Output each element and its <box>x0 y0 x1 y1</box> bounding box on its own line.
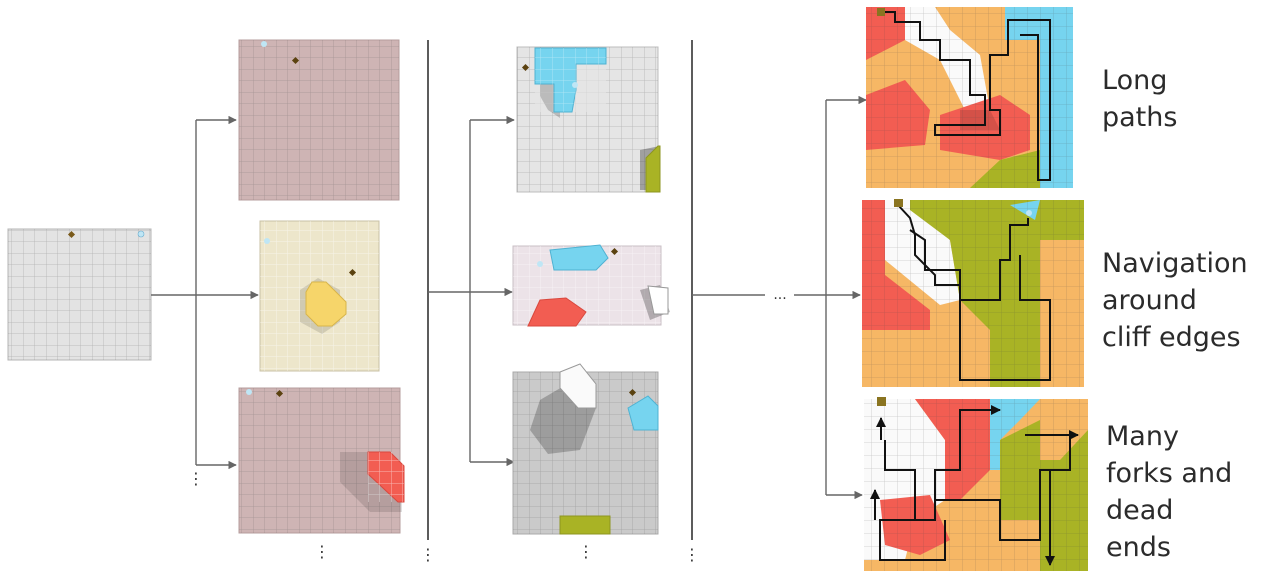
agent-marker <box>138 231 144 237</box>
final-level-forks-dead-ends <box>864 397 1088 571</box>
label-line: dead <box>1106 492 1232 529</box>
label-line: Navigation <box>1102 245 1248 282</box>
label-long-paths: Long paths <box>1102 62 1177 136</box>
ellipsis-col2: ⋮ <box>314 542 330 561</box>
label-line: paths <box>1102 99 1177 136</box>
label-line: Long <box>1102 62 1177 99</box>
agent-marker <box>246 389 252 395</box>
goal-marker <box>894 199 903 207</box>
agent-marker <box>264 238 270 244</box>
seed-level <box>8 229 151 360</box>
ellipsis-sep2: ⋮ <box>684 545 700 564</box>
label-line: around <box>1102 282 1248 319</box>
agent-marker <box>1026 210 1032 216</box>
level-col2-bottom <box>239 388 404 533</box>
branch-arrows-2 <box>428 120 514 462</box>
label-forks-dead-ends: Many forks and dead ends <box>1106 418 1232 566</box>
agent-marker <box>537 261 543 267</box>
goal-marker <box>877 8 885 16</box>
label-line: cliff edges <box>1102 319 1248 356</box>
ellipsis-col1: ⋮ <box>188 469 204 488</box>
agent-marker <box>261 41 267 47</box>
branch-arrows-3 <box>826 100 866 495</box>
label-line: ends <box>1106 529 1232 566</box>
ellipsis-sep1: ⋮ <box>420 545 436 564</box>
level-col2-top <box>239 40 399 200</box>
ellipsis-col3: ⋮ <box>578 542 594 561</box>
label-cliff-edges: Navigation around cliff edges <box>1102 245 1248 356</box>
final-level-long-paths <box>866 7 1073 188</box>
agent-marker <box>572 82 578 88</box>
final-level-cliff-edges <box>862 199 1084 387</box>
level-col3-top <box>517 47 660 192</box>
level-col3-mid <box>513 245 670 326</box>
goal-marker <box>877 397 886 406</box>
level-col3-bottom <box>513 364 658 534</box>
ellipsis-horizontal: ... <box>773 287 786 303</box>
label-line: Many <box>1106 418 1232 455</box>
label-line: forks and <box>1106 455 1232 492</box>
level-col2-mid <box>260 221 379 371</box>
